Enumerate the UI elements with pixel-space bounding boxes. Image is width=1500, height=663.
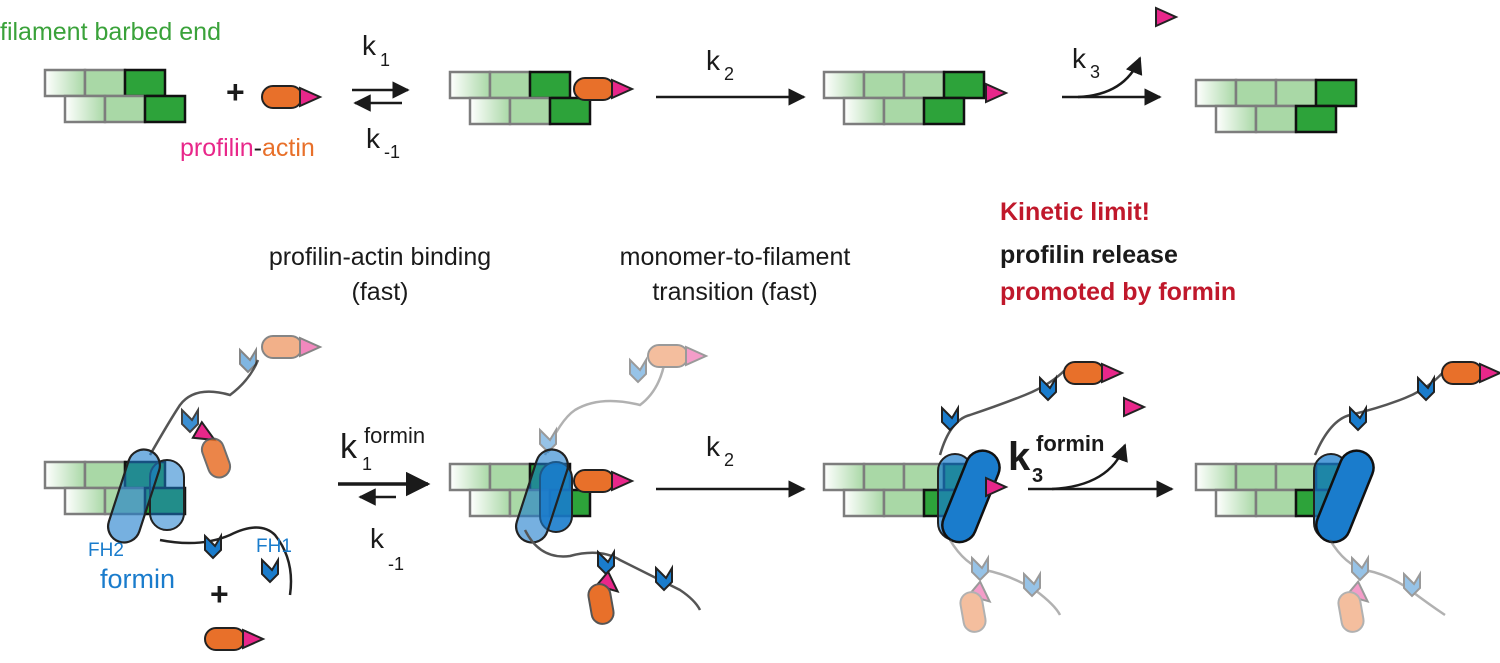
svg-text:formin: formin xyxy=(364,423,425,448)
svg-text:1: 1 xyxy=(380,50,390,70)
formin-label: formin xyxy=(100,564,175,594)
equilibrium-arrows-top xyxy=(352,81,410,112)
svg-text:k: k xyxy=(706,45,721,76)
svg-text:k: k xyxy=(340,428,358,466)
k3-release-arrow-bottom xyxy=(1028,443,1174,498)
formin-bound-filament-1 xyxy=(43,335,321,596)
svg-text:k: k xyxy=(1008,435,1031,479)
plus-sign-bottom: + xyxy=(210,576,229,612)
svg-text:formin: formin xyxy=(1036,431,1104,456)
profilin-actin-complex xyxy=(261,85,321,109)
svg-text:k: k xyxy=(370,523,385,554)
step2-speed: transition (fast) xyxy=(652,278,817,306)
step1-speed: (fast) xyxy=(352,278,409,306)
k2-rate-label-top: k 2 xyxy=(706,45,734,84)
filament-barbed-end-label: filament barbed end xyxy=(0,18,221,46)
filament-with-incorporated-actin xyxy=(822,70,1007,126)
svg-text:-1: -1 xyxy=(388,554,404,574)
elongated-filament xyxy=(1194,78,1358,134)
k-minus1-rate-label: k -1 xyxy=(366,123,400,162)
svg-text:k: k xyxy=(706,431,721,462)
formin-filament-with-profilin-actin xyxy=(448,344,707,625)
promoted-by-formin-label: promoted by formin xyxy=(1000,278,1236,306)
k3-release-arrow-top xyxy=(1062,56,1162,106)
fh1-label: FH1 xyxy=(256,536,292,557)
profilin-actin-label: profilin-actin xyxy=(180,134,315,162)
svg-text:-1: -1 xyxy=(384,142,400,162)
formin-filament-with-incorporated-actin xyxy=(822,361,1123,633)
fh2-label: FH2 xyxy=(88,540,124,561)
step2-description: monomer-to-filament xyxy=(620,243,851,271)
k2-rate-label-bottom: k 2 xyxy=(706,431,734,470)
released-profilin-icon xyxy=(1155,7,1177,27)
plus-sign-top: + xyxy=(226,74,245,110)
svg-text:3: 3 xyxy=(1090,62,1100,82)
formin-elongated-filament xyxy=(1194,361,1500,633)
kinetic-limit-label: Kinetic limit! xyxy=(1000,198,1150,226)
equilibrium-arrows-bottom xyxy=(338,471,431,506)
step1-description: profilin-actin binding xyxy=(269,243,491,271)
k-minus1-rate-label-bottom: k -1 xyxy=(370,523,404,574)
k3-formin-rate-label: k 3 formin xyxy=(1008,431,1104,487)
profilin-actin-complex-bottom xyxy=(204,627,264,651)
k3-rate-label-top: k 3 xyxy=(1072,43,1100,82)
svg-text:2: 2 xyxy=(724,450,734,470)
svg-text:1: 1 xyxy=(362,454,372,474)
k1-rate-label: k 1 xyxy=(362,30,390,70)
svg-text:k: k xyxy=(366,123,381,154)
filament-with-bound-profilin-actin xyxy=(448,70,633,126)
filament-1 xyxy=(43,68,187,124)
svg-text:k: k xyxy=(362,30,377,61)
released-profilin-icon-bottom xyxy=(1123,397,1145,417)
svg-text:3: 3 xyxy=(1032,465,1043,487)
svg-text:2: 2 xyxy=(724,64,734,84)
svg-text:k: k xyxy=(1072,43,1087,74)
k1-formin-rate-label: k 1 formin xyxy=(340,423,425,474)
profilin-release-label: profilin release xyxy=(1000,241,1178,269)
